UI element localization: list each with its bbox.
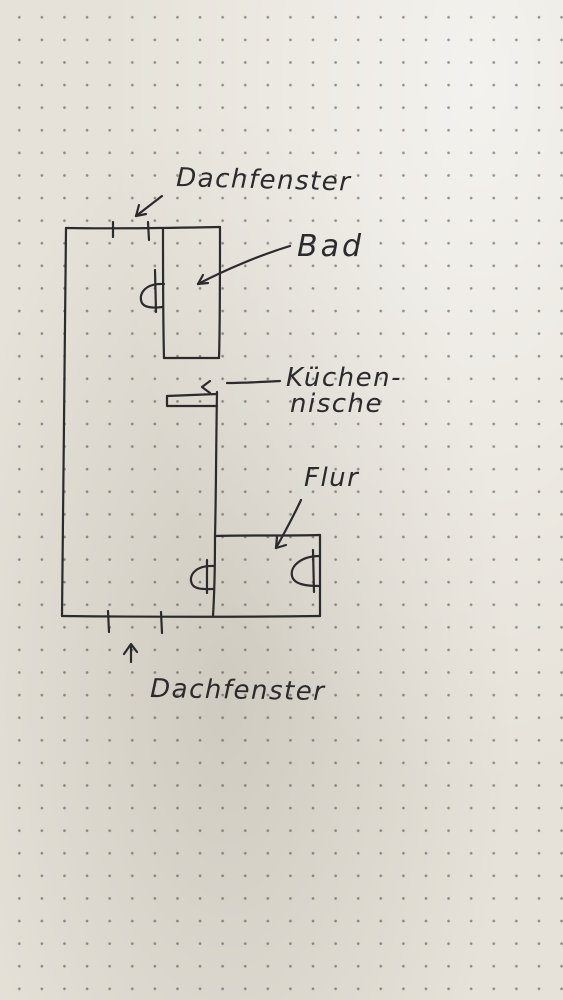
label-bottom-roof-window: Dachfenster [150, 674, 327, 707]
arrow-top-window [134, 194, 164, 218]
kitchenette-area [165, 379, 219, 408]
bathroom-door-swing [139, 282, 166, 309]
hallway-door-left [189, 564, 216, 591]
label-bathroom: Bad [297, 229, 364, 264]
bathroom-left-wall [161, 227, 166, 360]
label-kitchenette-line2: nische [290, 389, 383, 419]
kitchenette-counter [165, 394, 219, 408]
bathroom-room [139, 227, 221, 360]
label-top-roof-window: Dachfenster [176, 163, 353, 198]
roof-window-bottom [106, 609, 164, 635]
hallway-top-wall [213, 533, 322, 538]
wall-right-lower [211, 534, 217, 618]
wall-right-upper [217, 225, 222, 360]
label-kitchenette-line1: Küchen- [286, 363, 402, 393]
wall-left [60, 226, 68, 618]
wall-right-middle [213, 390, 219, 538]
arrow-hallway [274, 498, 303, 550]
wall-top [64, 225, 222, 230]
arrow-kitchenette [225, 379, 282, 385]
roof-window-top [111, 220, 151, 242]
annotation-arrows [122, 194, 303, 664]
wall-bottom [60, 614, 322, 618]
hallway-room [189, 533, 322, 618]
label-hallway: Flur [304, 463, 360, 493]
hallway-door-right [290, 554, 322, 588]
kitchenette-marker [200, 379, 212, 395]
arrow-bathroom [196, 244, 292, 286]
outer-walls [60, 225, 322, 618]
